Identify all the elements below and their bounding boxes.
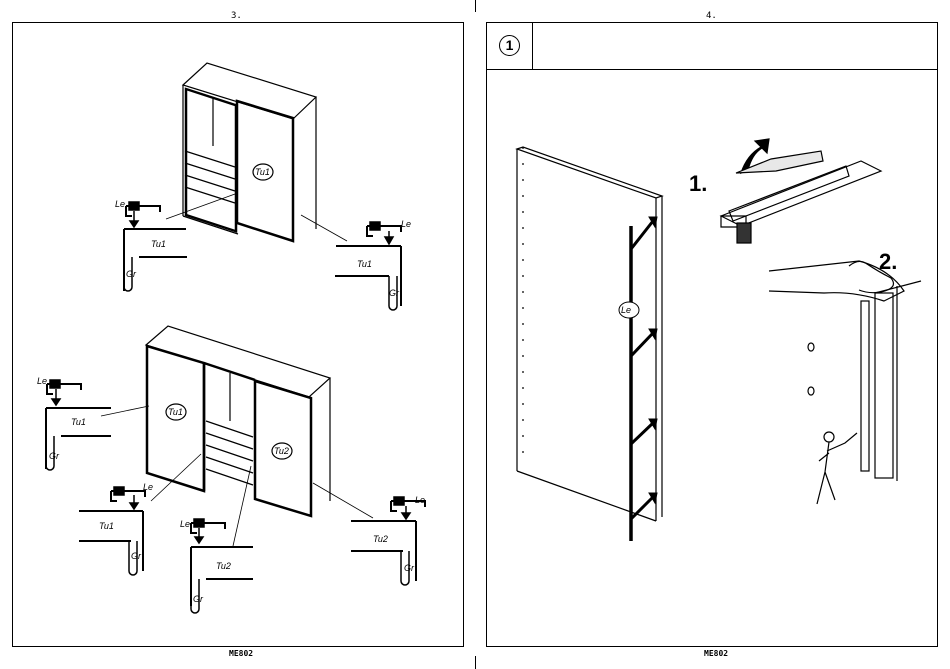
detail-left-lower-a (46, 380, 149, 470)
substep-1: 1. (689, 171, 707, 196)
left-page-number: 3. (231, 11, 242, 21)
label-handle-lc: Gr (193, 594, 204, 604)
label-slider-lu: Le (115, 199, 125, 209)
wardrobe-three-door (146, 326, 330, 516)
strip-with-arrows (619, 217, 657, 541)
label-door1-ru: Tu1 (357, 259, 372, 269)
right-page: 1 Le 1. 2. (486, 22, 938, 647)
left-page-illustration: Tu1 Le Tu1 Gr Le Tu1 Gr (13, 23, 463, 646)
label-handle-rl: Gr (404, 563, 415, 573)
wardrobe-two-door (183, 63, 316, 241)
label-slider-ru: Le (401, 219, 411, 229)
label-door1-ll: Tu1 (71, 417, 86, 427)
label-door2-rl: Tu2 (373, 534, 388, 544)
label-slider-rl: Le (415, 495, 425, 505)
label-handle-lb: Gr (131, 551, 142, 561)
label-slider-lc: Le (180, 519, 190, 529)
label-handle-ll: Gr (49, 451, 60, 461)
peel-tape-illustration (721, 139, 881, 243)
left-footer-code: ME802 (229, 649, 253, 658)
right-page-illustration: Le 1. 2. (487, 23, 937, 646)
label-slider-ll: Le (37, 376, 47, 386)
label-door1-upper: Tu1 (255, 167, 270, 177)
left-page: Tu1 Le Tu1 Gr Le Tu1 Gr (12, 22, 464, 647)
detail-right-upper (301, 215, 401, 310)
label-door2-lower: Tu2 (274, 446, 289, 456)
label-slider-lb: Le (143, 482, 153, 492)
label-handle-ru: Gr (389, 288, 400, 298)
label-door1-lu: Tu1 (151, 239, 166, 249)
install-illustration (769, 261, 921, 504)
right-footer-code: ME802 (704, 649, 728, 658)
detail-center-lower (191, 466, 253, 613)
label-handle-lu: Gr (126, 269, 137, 279)
panel (517, 147, 662, 521)
detail-left-upper (124, 194, 235, 291)
label-door2-lc: Tu2 (216, 561, 231, 571)
right-page-number: 4. (706, 11, 717, 21)
fold-mark-top (475, 0, 476, 12)
label-door1-lower: Tu1 (168, 407, 183, 417)
fold-mark-bottom (475, 656, 476, 669)
label-door1-lb: Tu1 (99, 521, 114, 531)
label-strip: Le (621, 305, 631, 315)
